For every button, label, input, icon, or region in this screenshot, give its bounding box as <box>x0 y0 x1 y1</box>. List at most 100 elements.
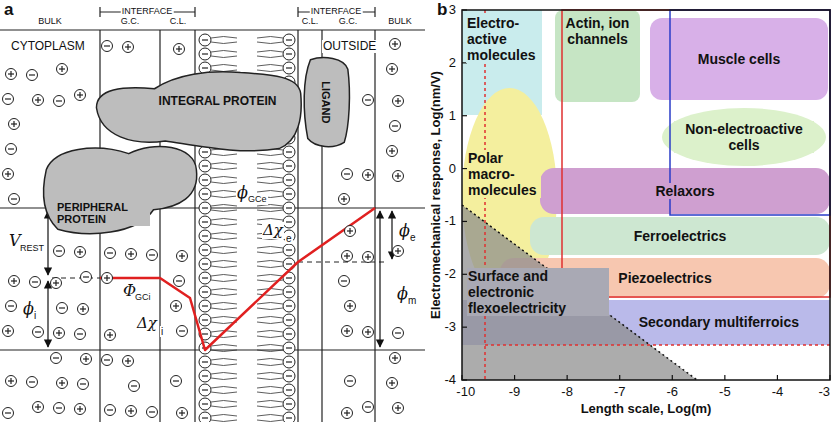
cation-symbol <box>126 406 137 417</box>
tick-label: -4 <box>444 373 456 387</box>
region-label: Secondary multiferroics <box>638 314 800 330</box>
cation-symbol <box>105 330 116 341</box>
cation-symbol <box>363 170 374 181</box>
region-label: Piezoelectrics <box>617 270 712 286</box>
potential-arrow <box>379 211 380 347</box>
region-fill <box>540 168 830 214</box>
cation-symbol <box>9 119 20 130</box>
lipid <box>199 216 237 228</box>
anion-symbol <box>78 379 89 390</box>
cation-symbol <box>9 276 20 287</box>
cation-symbol <box>126 249 137 260</box>
tick-label: 2 <box>449 56 456 70</box>
plot-frame <box>462 10 830 380</box>
potential-symbol: Δχ <box>136 315 158 332</box>
lipid <box>257 48 295 60</box>
text-label: b <box>437 1 447 20</box>
lipid <box>199 34 237 46</box>
lipid <box>199 300 237 312</box>
anion-symbol <box>54 246 65 257</box>
tick-label: -8 <box>561 385 573 399</box>
protein-shape: PERIPHERAL PROTEIN <box>38 132 203 240</box>
potential-profile <box>100 208 375 350</box>
region-fill <box>462 205 697 380</box>
lipid <box>257 244 295 256</box>
ion-charges <box>3 39 404 419</box>
protein-blob <box>96 72 301 151</box>
tick-label: 1 <box>449 109 456 123</box>
anion-symbol <box>174 276 185 287</box>
cation-symbol <box>342 251 353 262</box>
lipid <box>199 398 237 410</box>
anion-symbol <box>3 408 14 419</box>
lipid <box>199 384 237 396</box>
tick-label: -4 <box>772 385 784 399</box>
lipid <box>199 174 237 186</box>
tick-label: -3 <box>818 385 830 399</box>
cation-symbol <box>75 404 86 415</box>
cation-symbol <box>342 408 353 419</box>
axis-tick <box>462 221 467 222</box>
axis-title: Length scale, Log(m) <box>581 402 712 416</box>
cation-symbol <box>177 251 188 262</box>
lipid <box>199 48 237 60</box>
lipid <box>257 342 295 354</box>
text-label: G.C. <box>338 17 359 27</box>
anion-symbol <box>27 377 38 388</box>
dotted-boundary <box>462 205 697 380</box>
anion-symbol <box>33 327 44 338</box>
potential-arrow <box>47 211 48 275</box>
axis-tick <box>514 375 515 380</box>
anion-symbol <box>57 303 68 314</box>
lipid <box>199 272 237 284</box>
region-fill <box>530 217 830 255</box>
text-label: G.C. <box>120 17 141 27</box>
anion-symbol <box>129 381 140 392</box>
lipid <box>199 258 237 270</box>
cation-symbol <box>51 278 62 289</box>
cation-symbol <box>387 146 398 157</box>
lipid <box>257 258 295 270</box>
region-fill <box>662 108 826 166</box>
anion-symbol <box>345 376 356 387</box>
cation-symbol <box>390 353 401 364</box>
region-box: Actin, ion channels <box>555 10 640 102</box>
axis-tick <box>462 168 467 169</box>
text-label: REST <box>19 244 45 254</box>
lipid <box>257 34 295 46</box>
frame-line <box>194 7 195 17</box>
cation-symbol <box>81 354 92 365</box>
cation-symbol <box>123 42 134 53</box>
anion-symbol <box>339 276 350 287</box>
axis-tick <box>567 375 568 380</box>
cation-symbol <box>3 169 14 180</box>
region-band: Relaxors <box>540 168 830 214</box>
tick-label: -1 <box>444 214 456 228</box>
text-label: C.L. <box>301 17 320 27</box>
cation-symbol <box>6 376 17 387</box>
cation-symbol <box>75 247 86 258</box>
lipid <box>199 202 237 214</box>
cation-symbol <box>363 327 374 338</box>
region-label: Surface and electronic flexoelectricity <box>467 268 609 316</box>
cation-symbol <box>387 64 398 75</box>
lipid <box>199 188 237 200</box>
anion-symbol <box>147 250 158 261</box>
lipid <box>199 356 237 368</box>
text-label: i <box>160 326 164 337</box>
text-label: OUTSIDE <box>322 40 377 53</box>
cation-symbol <box>174 44 185 55</box>
cation-symbol <box>387 378 398 389</box>
text-label: CYTOPLASM <box>10 40 86 53</box>
axis-tick <box>462 115 467 116</box>
lipid <box>257 174 295 186</box>
cation-symbol <box>390 39 401 50</box>
text-label: e <box>285 233 293 244</box>
cation-symbol <box>6 69 17 80</box>
anion-symbol <box>30 277 41 288</box>
dotted-boundary <box>485 344 830 346</box>
ligand-shape: LIGAND <box>300 55 352 150</box>
tick-label: -9 <box>509 385 521 399</box>
lipid <box>257 62 295 74</box>
anion-symbol <box>6 301 17 312</box>
